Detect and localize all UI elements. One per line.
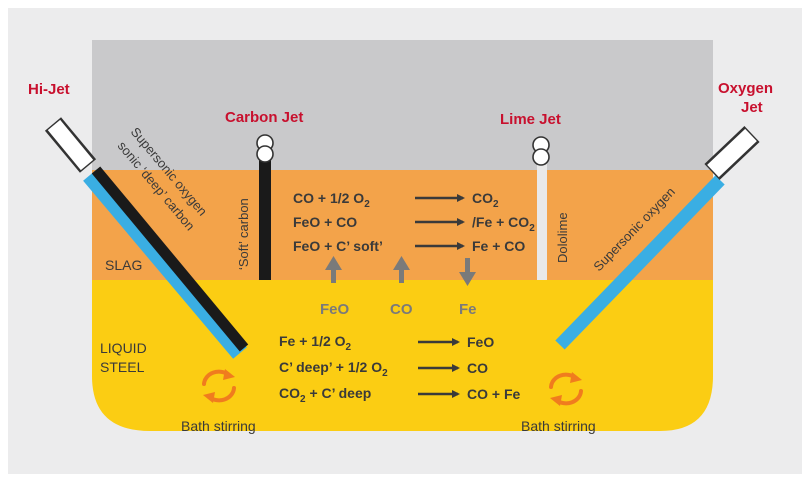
liquid-label: LIQUID: [100, 340, 147, 356]
steel-reaction-1-left: Fe + 1/2 O2: [279, 333, 352, 353]
lime-jet-rod: [537, 160, 547, 280]
transfer-arrows: FeO CO Fe: [320, 256, 477, 318]
vessel: [92, 40, 713, 431]
carbon-jet-label: Carbon Jet: [225, 109, 303, 126]
slag-reaction-1-right: CO2: [472, 190, 499, 210]
slag-label: SLAG: [105, 257, 142, 273]
dololime-label: Dololime: [555, 212, 570, 263]
fe-arrow-shaft: [465, 258, 470, 274]
steel-reaction-1-right: FeO: [467, 334, 494, 350]
oxygen-jet-label-line2: Jet: [741, 99, 763, 116]
steel-reaction-2-right: CO: [467, 360, 488, 376]
steel-reactions: Fe + 1/2 O2 FeO C’ deep’ + 1/2 O2 CO CO2…: [279, 333, 521, 405]
slag-reaction-1-left: CO + 1/2 O2: [293, 190, 370, 210]
steel-reaction-3-right: CO + Fe: [467, 386, 521, 402]
oxygen-jet-label-line1: Oxygen: [718, 80, 773, 97]
hi-jet-carbon-band: [91, 166, 249, 352]
carbon-jet-nozzle-bottom: [256, 145, 274, 163]
oxygen-jet-lance: [555, 126, 760, 350]
oxygen-jet-band: [555, 175, 725, 350]
steel-reaction-2-left: C’ deep’ + 1/2 O2: [279, 359, 388, 379]
feo-arrow-head: [325, 256, 342, 270]
co-arrow-head: [393, 256, 410, 270]
steel-label: STEEL: [100, 359, 145, 375]
carbon-jet-lance: [256, 134, 274, 280]
feo-transfer-label: FeO: [320, 301, 350, 318]
bath-stirring-right-label: Bath stirring: [521, 418, 596, 434]
steel-reaction-3-left: CO2 + C’ deep: [279, 385, 371, 405]
fe-arrow-head: [459, 272, 476, 286]
lime-jet-label: Lime Jet: [500, 111, 561, 128]
feo-arrow-shaft: [331, 268, 336, 283]
co-arrow-shaft: [399, 268, 404, 283]
gas-zone: [92, 40, 713, 170]
bath-stirring-left-label: Bath stirring: [181, 418, 256, 434]
hi-jet-label: Hi-Jet: [28, 81, 70, 98]
slag-reaction-2-left: FeO + CO: [293, 214, 357, 230]
lime-jet-lance: [532, 136, 550, 280]
hi-jet-nozzle: [47, 119, 94, 171]
stir-right-icon: [549, 372, 583, 406]
hi-jet-oxygen-band: [83, 169, 247, 359]
stir-left-icon: [202, 369, 236, 403]
slag-reaction-3-right: Fe + CO: [472, 238, 525, 254]
hi-jet-lance: [44, 117, 249, 359]
slag-reaction-2-right: /Fe + CO2: [472, 214, 535, 234]
lime-jet-nozzle-bottom: [532, 148, 550, 166]
fe-transfer-label: Fe: [459, 301, 477, 318]
slag-reaction-3-left: FeO + C’ soft’: [293, 238, 383, 254]
soft-carbon-label: ‘Soft’ carbon: [236, 198, 251, 270]
carbon-jet-rod: [259, 158, 271, 280]
oxygen-jet-nozzle: [707, 128, 757, 178]
co-transfer-label: CO: [390, 301, 413, 318]
slag-reactions: CO + 1/2 O2 CO2 FeO + CO /Fe + CO2 FeO +…: [293, 190, 535, 254]
